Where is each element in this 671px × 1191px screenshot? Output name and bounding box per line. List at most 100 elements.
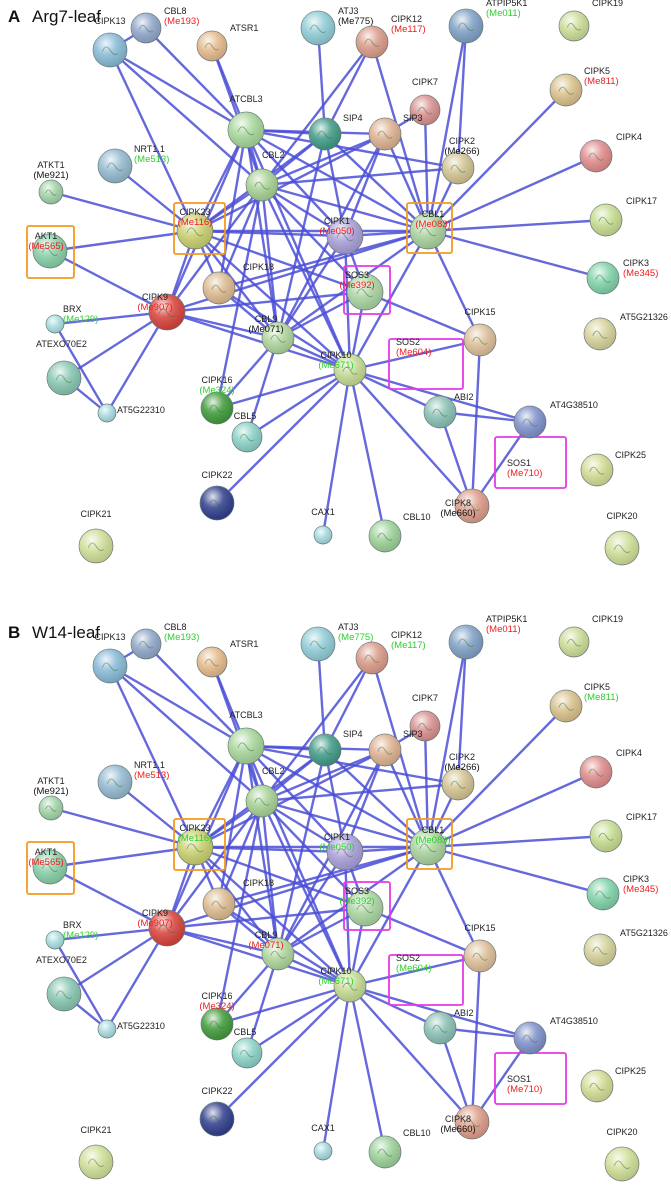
node-cipk4[interactable]: CIPK4 xyxy=(579,748,642,789)
node-cipk10[interactable]: CIPK10(Me671) xyxy=(318,350,367,387)
node-cipk5[interactable]: CIPK5(Me811) xyxy=(549,682,619,723)
node-cax1[interactable]: CAX1 xyxy=(311,507,335,545)
node-label: CBL5 xyxy=(234,411,257,421)
node-cipk20[interactable]: CIPK20 xyxy=(604,1127,640,1182)
node-atcbl3[interactable]: ATCBL3 xyxy=(227,710,265,765)
node-cbl2[interactable]: CBL2 xyxy=(245,150,285,202)
node-atkt1[interactable]: ATKT1(Me921) xyxy=(33,160,69,205)
node-cipk1[interactable]: CIPK1(Me050) xyxy=(319,832,364,871)
node-cbl2[interactable]: CBL2 xyxy=(245,766,285,818)
node-cbl8[interactable]: CBL8(Me193) xyxy=(130,622,199,660)
node-at4g38510[interactable]: AT4G38510 xyxy=(513,1016,598,1055)
node-cbl9[interactable]: CBL9(Me071) xyxy=(248,314,295,355)
node-brx[interactable]: BRX(Me129) xyxy=(45,304,98,334)
node-atpip5k1[interactable]: ATPIP5K1(Me011) xyxy=(448,614,527,660)
node-cipk20[interactable]: CIPK20 xyxy=(604,511,640,566)
node-sip4[interactable]: SIP4 xyxy=(308,729,363,767)
node-cipk19[interactable]: CIPK19 xyxy=(558,0,623,42)
node-sos3[interactable]: SOS3(Me392) xyxy=(339,270,384,311)
node-cipk12[interactable]: CIPK12(Me117) xyxy=(355,630,426,675)
node-label: CIPK20 xyxy=(606,1127,637,1137)
node-atsr1[interactable]: ATSR1 xyxy=(196,23,258,62)
node-cipk2[interactable]: CIPK2(Me266) xyxy=(441,136,480,185)
node-cipk15[interactable]: CIPK15 xyxy=(463,307,497,357)
node-cipk22[interactable]: CIPK22 xyxy=(199,470,235,521)
node-cipk17[interactable]: CIPK17 xyxy=(589,196,657,237)
node-atexo70e2[interactable]: ATEXO70E2 xyxy=(36,955,87,1012)
node-atexo70e2[interactable]: ATEXO70E2 xyxy=(36,339,87,396)
node-at5g22310[interactable]: AT5G22310 xyxy=(97,1019,165,1039)
node-cipk13[interactable]: CIPK13 xyxy=(92,632,128,684)
node-atj3[interactable]: ATJ3(Me775) xyxy=(300,6,373,46)
node-cipk10[interactable]: CIPK10(Me671) xyxy=(318,966,367,1003)
node-atsr1[interactable]: ATSR1 xyxy=(196,639,258,678)
node-atcbl3[interactable]: ATCBL3 xyxy=(227,94,265,149)
node-abi2[interactable]: ABI2 xyxy=(423,1008,474,1045)
edge-cipk17-cbl1 xyxy=(427,834,607,849)
node-cipk18[interactable]: CIPK18 xyxy=(202,262,274,305)
node-cipk2[interactable]: CIPK2(Me266) xyxy=(441,752,480,801)
node-akt1[interactable]: AKT1(Me565) xyxy=(28,231,68,269)
node-atpip5k1[interactable]: ATPIP5K1(Me011) xyxy=(448,0,527,44)
node-cipk22[interactable]: CIPK22 xyxy=(199,1086,235,1137)
node-nrt1-1[interactable]: NRT1.1(Me513) xyxy=(97,144,169,184)
node-cipk25[interactable]: CIPK25 xyxy=(580,450,646,487)
node-cipk13[interactable]: CIPK13 xyxy=(92,16,128,68)
node-cbl8[interactable]: CBL8(Me193) xyxy=(130,6,199,44)
node-brx[interactable]: BRX(Me129) xyxy=(45,920,98,950)
node-akt1[interactable]: AKT1(Me565) xyxy=(28,847,68,885)
node-cipk7[interactable]: CIPK7 xyxy=(409,77,441,126)
node-cax1[interactable]: CAX1 xyxy=(311,1123,335,1161)
node-cipk25[interactable]: CIPK25 xyxy=(580,1066,646,1103)
node-at4g38510[interactable]: AT4G38510 xyxy=(513,400,598,439)
node-cbl5[interactable]: CBL5 xyxy=(231,411,263,453)
node-cipk23[interactable]: CIPK23(Me116) xyxy=(176,207,214,250)
structure-ribbon-icon xyxy=(239,433,255,442)
node-at5g22310[interactable]: AT5G22310 xyxy=(97,403,165,423)
structure-ribbon-icon xyxy=(239,1049,255,1058)
node-cipk16[interactable]: CIPK16(Me324) xyxy=(199,375,235,425)
node-cbl5[interactable]: CBL5 xyxy=(231,1027,263,1069)
node-cbl10[interactable]: CBL10 xyxy=(368,1128,431,1169)
node-sos1[interactable]: SOS1(Me710) xyxy=(507,458,542,479)
node-atj3[interactable]: ATJ3(Me775) xyxy=(300,622,373,662)
node-cipk8[interactable]: CIPK8(Me660) xyxy=(440,488,490,524)
node-cipk15[interactable]: CIPK15 xyxy=(463,923,497,973)
node-cipk16[interactable]: CIPK16(Me324) xyxy=(199,991,235,1041)
node-cipk4[interactable]: CIPK4 xyxy=(579,132,642,173)
node-sip3[interactable]: SIP3 xyxy=(368,113,423,151)
node-cipk21[interactable]: CIPK21 xyxy=(78,1125,114,1180)
node-atkt1[interactable]: ATKT1(Me921) xyxy=(33,776,69,821)
edge-cipk10-cipk8 xyxy=(349,369,473,507)
node-abi2[interactable]: ABI2 xyxy=(423,392,474,429)
node-cipk1[interactable]: CIPK1(Me050) xyxy=(319,216,364,255)
node-cbl10[interactable]: CBL10 xyxy=(368,512,431,553)
node-label: ATCBL3 xyxy=(229,94,262,104)
node-cipk23[interactable]: CIPK23(Me116) xyxy=(176,823,214,866)
node-cipk17[interactable]: CIPK17 xyxy=(589,812,657,853)
node-cbl1[interactable]: CBL1(Me083) xyxy=(409,825,451,866)
edge-cipk1-cbl9 xyxy=(276,235,347,339)
node-cipk18[interactable]: CIPK18 xyxy=(202,878,274,921)
node-nrt1-1[interactable]: NRT1.1(Me513) xyxy=(97,760,169,800)
node-cipk3[interactable]: CIPK3(Me345) xyxy=(586,258,658,295)
node-sip3[interactable]: SIP3 xyxy=(368,729,423,767)
node-at5g21326[interactable]: AT5G21326 xyxy=(583,928,668,967)
node-sos2[interactable]: SOS2(Me604) xyxy=(396,953,431,974)
node-cipk7[interactable]: CIPK7 xyxy=(409,693,441,742)
node-cipk5[interactable]: CIPK5(Me811) xyxy=(549,66,619,107)
node-cipk9[interactable]: CIPK9(Me907) xyxy=(137,292,186,331)
node-sip4[interactable]: SIP4 xyxy=(308,113,363,151)
node-cipk19[interactable]: CIPK19 xyxy=(558,614,623,658)
node-cipk8[interactable]: CIPK8(Me660) xyxy=(440,1104,490,1140)
node-sos1[interactable]: SOS1(Me710) xyxy=(507,1074,542,1095)
node-cipk9[interactable]: CIPK9(Me907) xyxy=(137,908,186,947)
node-sos2[interactable]: SOS2(Me604) xyxy=(396,337,431,358)
node-cipk12[interactable]: CIPK12(Me117) xyxy=(355,14,426,59)
node-cbl9[interactable]: CBL9(Me071) xyxy=(248,930,295,971)
node-cipk21[interactable]: CIPK21 xyxy=(78,509,114,564)
node-at5g21326[interactable]: AT5G21326 xyxy=(583,312,668,351)
node-cbl1[interactable]: CBL1(Me083) xyxy=(409,209,451,250)
node-sos3[interactable]: SOS3(Me392) xyxy=(339,886,384,927)
node-cipk3[interactable]: CIPK3(Me345) xyxy=(586,874,658,911)
